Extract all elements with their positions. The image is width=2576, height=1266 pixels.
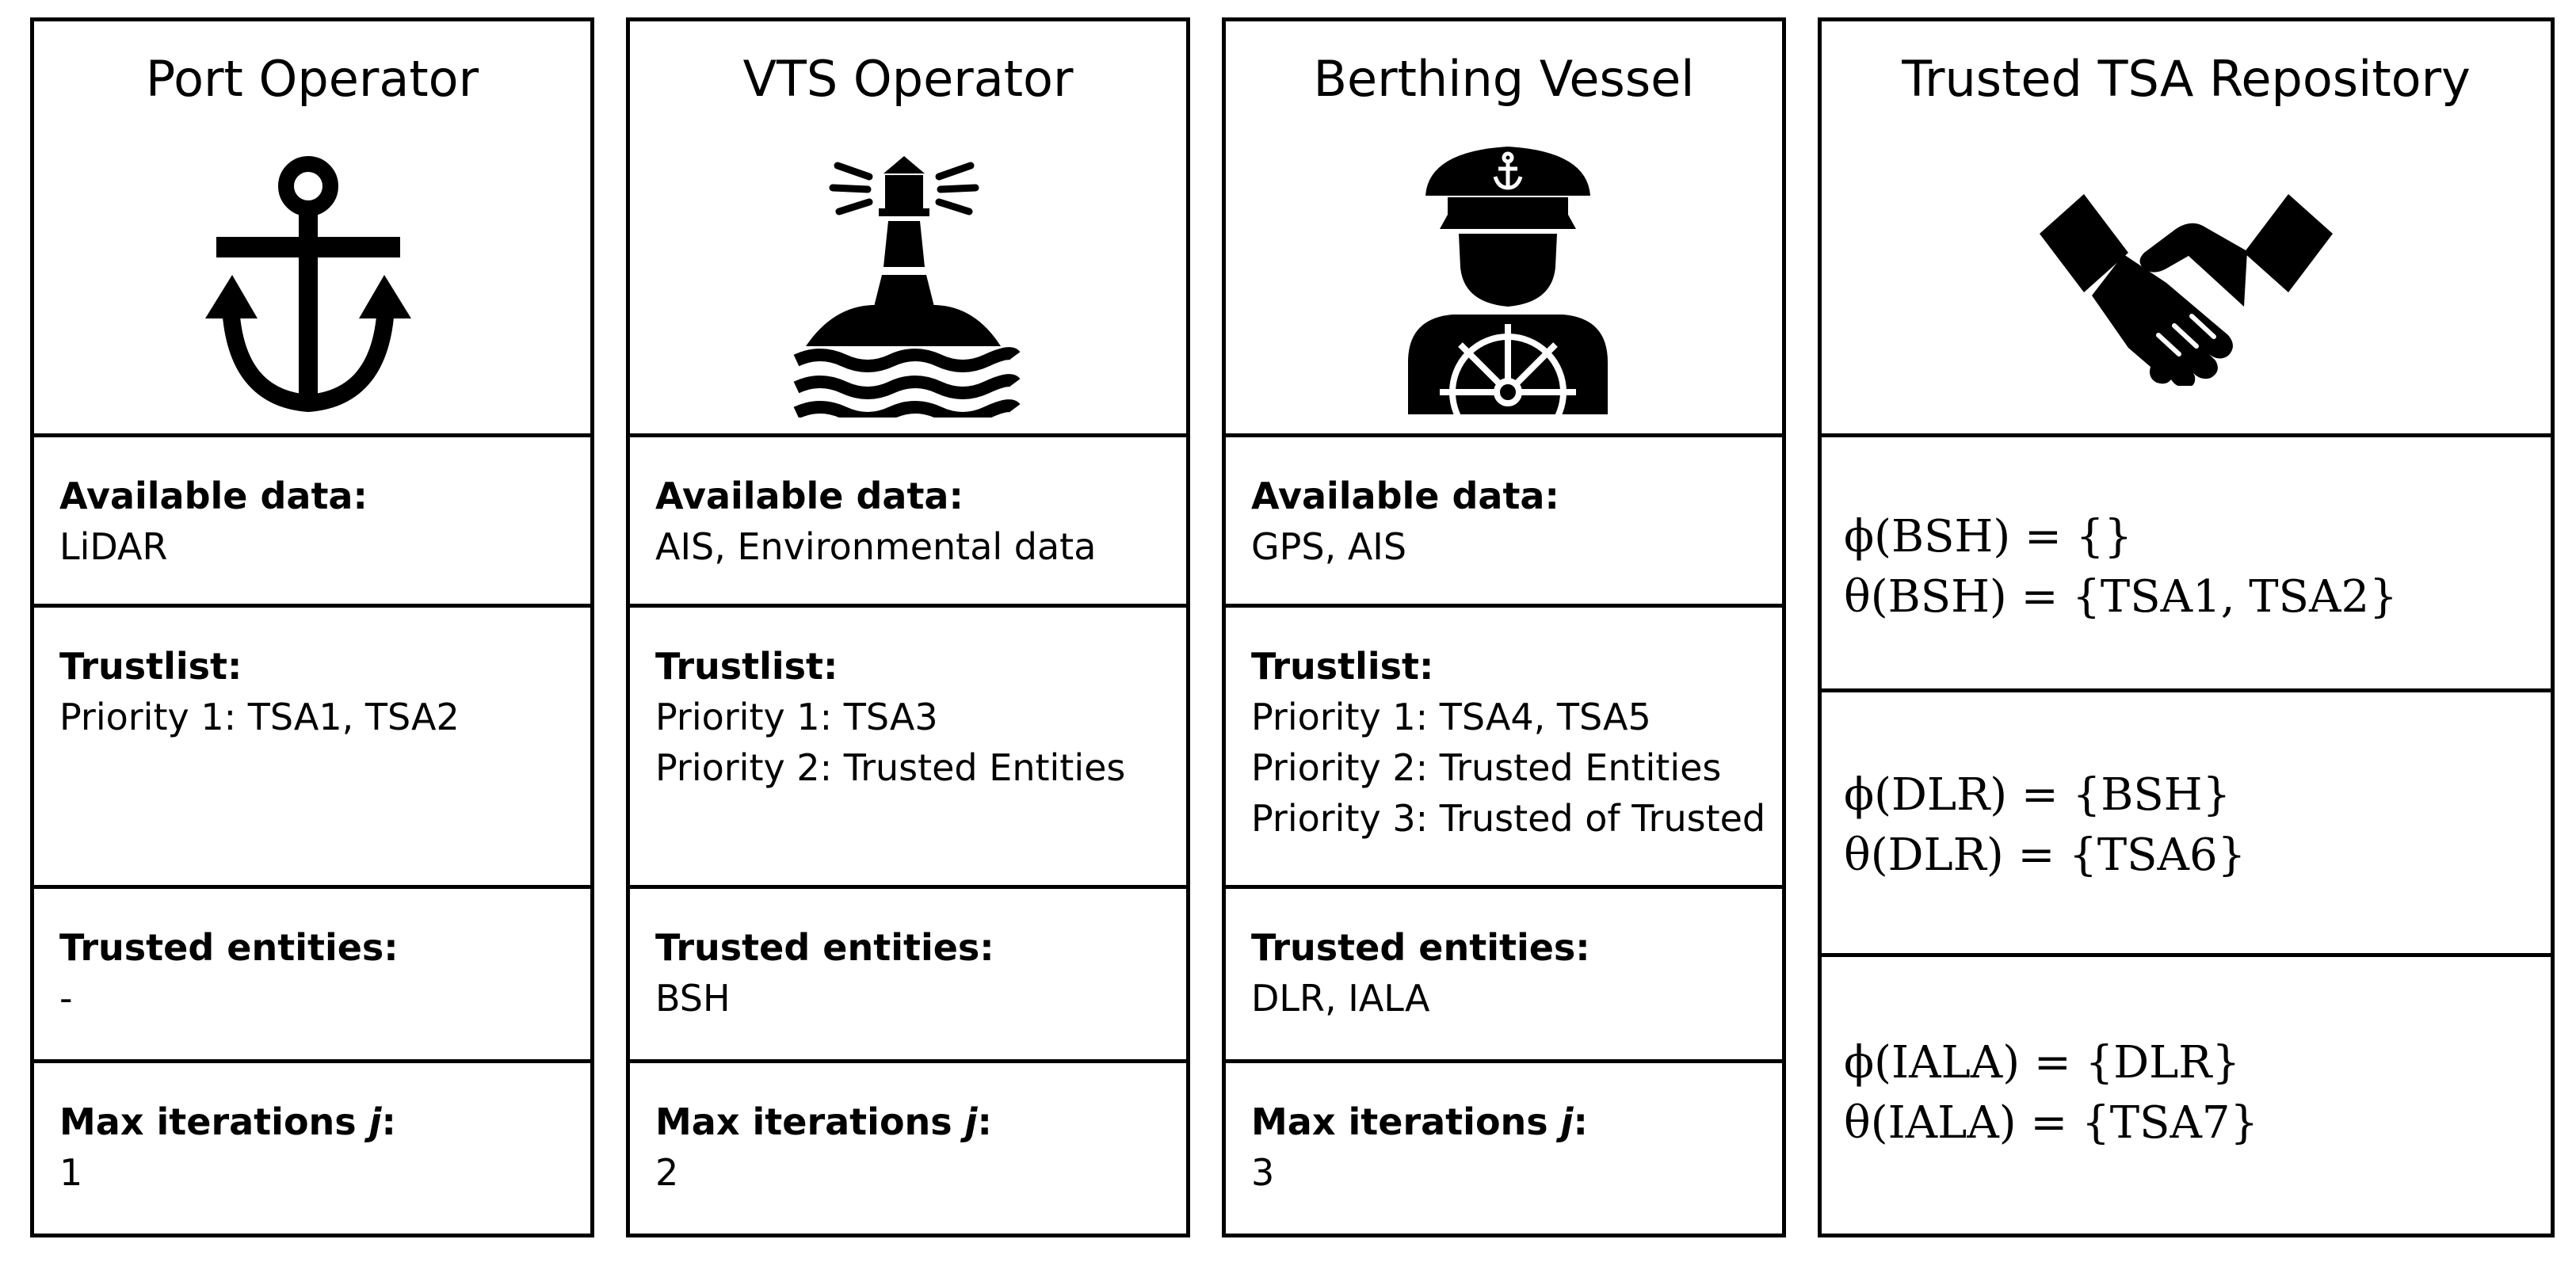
theta-formula: θ(IALA) = {TSA7} (1844, 1097, 2259, 1149)
available-data-label: Available data: (59, 475, 368, 517)
theta-formula: θ(BSH) = {TSA1, TSA2} (1844, 571, 2398, 623)
available-data-value: LiDAR (59, 525, 168, 568)
max-iterations-value: 3 (1251, 1151, 1275, 1194)
trustlist-line: Priority 1: TSA3 (655, 696, 938, 738)
available-data-label: Available data: (1251, 475, 1559, 517)
available-data-cell: Available data: GPS, AIS (1226, 433, 1782, 604)
trusted-entities-cell: Trusted entities: - (34, 885, 590, 1059)
column-trusted-tsa-repository: Trusted TSA Repository ϕ(BSH) = {} θ(BSH… (1818, 17, 2555, 1237)
phi-formula: ϕ(IALA) = {DLR} (1844, 1037, 2241, 1089)
column-berthing-vessel: Berthing Vessel (1222, 17, 1786, 1237)
max-iterations-cell: Max iterations j: 2 (630, 1059, 1186, 1234)
header-cell: Port Operator (34, 21, 590, 433)
repository-entry-iala: ϕ(IALA) = {DLR} θ(IALA) = {TSA7} (1822, 953, 2551, 1234)
available-data-cell: Available data: AIS, Environmental data (630, 433, 1186, 604)
available-data-cell: Available data: LiDAR (34, 433, 590, 604)
trustlist-line: Priority 1: TSA4, TSA5 (1251, 696, 1651, 738)
max-iterations-value: 2 (655, 1151, 679, 1194)
column-vts-operator: VTS Operator (626, 17, 1190, 1237)
header-cell: VTS Operator (630, 21, 1186, 433)
trustlist-line: Priority 2: Trusted Entities (655, 746, 1126, 789)
trusted-entities-value: BSH (655, 977, 731, 1020)
handshake-icon (2040, 194, 2333, 386)
max-iterations-cell: Max iterations j: 3 (1226, 1059, 1782, 1234)
captain-icon (1397, 147, 1619, 418)
lighthouse-icon (793, 156, 1021, 418)
available-data-label: Available data: (655, 475, 964, 517)
trusted-entities-label: Trusted entities: (655, 926, 994, 969)
column-title: Port Operator (145, 50, 479, 108)
max-iterations-cell: Max iterations j: 1 (34, 1059, 590, 1234)
trustlist-cell: Trustlist: Priority 1: TSA1, TSA2 (34, 604, 590, 885)
trustlist-cell: Trustlist: Priority 1: TSA4, TSA5 Priori… (1226, 604, 1782, 885)
trusted-entities-cell: Trusted entities: BSH (630, 885, 1186, 1059)
trustlist-line: Priority 2: Trusted Entities (1251, 746, 1722, 789)
header-cell: Trusted TSA Repository (1822, 21, 2551, 433)
anchor-icon (205, 156, 411, 413)
trusted-entities-label: Trusted entities: (59, 926, 399, 969)
trusted-entities-label: Trusted entities: (1251, 926, 1590, 969)
trustlist-label: Trustlist: (1251, 645, 1434, 688)
trustlist-label: Trustlist: (59, 645, 242, 688)
trustlist-label: Trustlist: (655, 645, 838, 688)
column-port-operator: Port Operator Available data: LiDAR Trus… (30, 17, 594, 1237)
trusted-entities-cell: Trusted entities: DLR, IALA (1226, 885, 1782, 1059)
repository-entry-dlr: ϕ(DLR) = {BSH} θ(DLR) = {TSA6} (1822, 688, 2551, 953)
header-cell: Berthing Vessel (1226, 21, 1782, 433)
trustlist-line: Priority 1: TSA1, TSA2 (59, 696, 460, 738)
column-title: Trusted TSA Repository (1902, 50, 2471, 108)
available-data-value: GPS, AIS (1251, 525, 1407, 568)
max-iterations-label: Max iterations j: (655, 1100, 992, 1143)
repository-entry-bsh: ϕ(BSH) = {} θ(BSH) = {TSA1, TSA2} (1822, 433, 2551, 688)
theta-formula: θ(DLR) = {TSA6} (1844, 829, 2246, 881)
trusted-entities-value: DLR, IALA (1251, 977, 1430, 1020)
column-title: Berthing Vessel (1313, 50, 1695, 108)
max-iterations-label: Max iterations j: (1251, 1100, 1588, 1143)
phi-formula: ϕ(DLR) = {BSH} (1844, 769, 2231, 821)
trusted-entities-value: - (59, 977, 73, 1020)
column-title: VTS Operator (742, 50, 1074, 108)
available-data-value: AIS, Environmental data (655, 525, 1097, 568)
max-iterations-value: 1 (59, 1151, 83, 1194)
trustlist-line: Priority 3: Trusted of Trusted (1251, 797, 1766, 840)
phi-formula: ϕ(BSH) = {} (1844, 511, 2132, 562)
trustlist-cell: Trustlist: Priority 1: TSA3 Priority 2: … (630, 604, 1186, 885)
max-iterations-label: Max iterations j: (59, 1100, 396, 1143)
